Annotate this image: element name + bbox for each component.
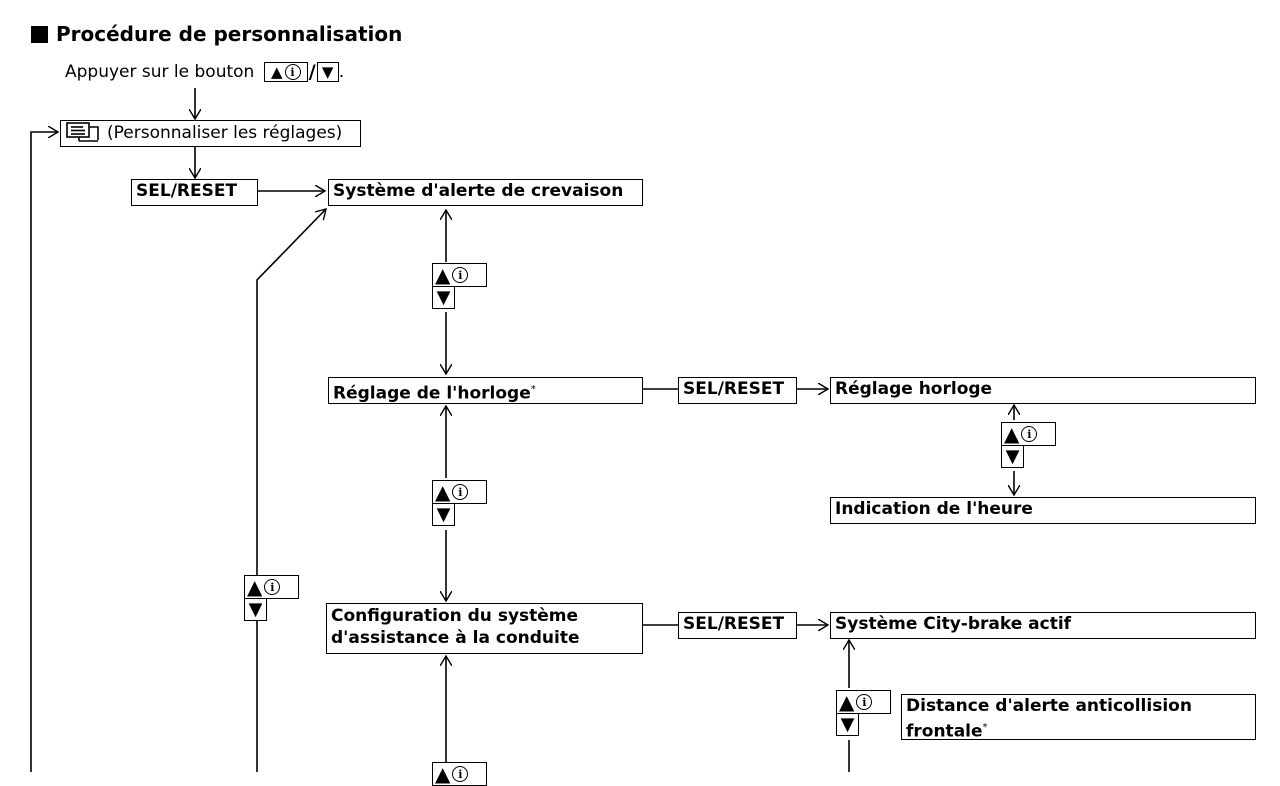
down-triangle-icon: ▼ bbox=[840, 714, 855, 735]
clock-adjust-box: Réglage horloge bbox=[830, 377, 1256, 404]
up-triangle-icon: ▲ bbox=[1004, 422, 1020, 446]
up-info-button: ▲ i bbox=[836, 690, 891, 714]
down-button: ▼ bbox=[1001, 445, 1024, 468]
customize-settings-box: (Personnaliser les réglages) bbox=[60, 120, 361, 147]
info-icon: i bbox=[452, 484, 469, 500]
up-info-button: ▲ i bbox=[432, 480, 487, 504]
sel-reset-box-clock: SEL/RESET bbox=[678, 377, 797, 404]
up-triangle-icon: ▲ bbox=[435, 480, 451, 504]
section-heading: Procédure de personnalisation bbox=[31, 22, 402, 46]
up-info-button: ▲ i bbox=[1001, 422, 1056, 446]
up-triangle-icon: ▲ bbox=[435, 263, 451, 287]
down-triangle-icon: ▼ bbox=[436, 287, 451, 308]
fcw-distance-box: Distance d'alerte anticollision frontale… bbox=[901, 694, 1256, 742]
sel-reset-label: SEL/RESET bbox=[136, 181, 238, 201]
down-triangle-icon: ▼ bbox=[1005, 446, 1020, 467]
up-triangle-icon: ▲ bbox=[270, 62, 283, 81]
down-button: ▼ bbox=[432, 503, 455, 526]
clock-display-box: Indication de l'heure bbox=[830, 497, 1256, 524]
heading-square-icon bbox=[31, 25, 48, 43]
info-icon: i bbox=[452, 267, 469, 283]
down-triangle-icon: ▼ bbox=[436, 504, 451, 525]
up-triangle-icon: ▲ bbox=[247, 575, 263, 599]
fcw-label-line2: frontale bbox=[906, 721, 983, 742]
instruction-suffix: . bbox=[338, 62, 345, 82]
up-info-button: ▲ i bbox=[432, 263, 487, 287]
tpms-label: Système d'alerte de crevaison bbox=[333, 181, 624, 201]
down-key: ▼ bbox=[316, 62, 339, 82]
driver-assist-box: Configuration du système d'assistance à … bbox=[326, 603, 643, 654]
clock-setup-box: Réglage de l'horloge* bbox=[328, 377, 643, 404]
sel-reset-box-assist: SEL/RESET bbox=[678, 612, 797, 639]
down-button: ▼ bbox=[244, 598, 267, 621]
sel-reset-box-main: SEL/RESET bbox=[131, 179, 258, 206]
info-icon: i bbox=[452, 766, 469, 782]
up-triangle-icon: ▲ bbox=[435, 762, 451, 786]
info-icon: i bbox=[1021, 426, 1038, 442]
footnote-mark: * bbox=[530, 384, 536, 395]
down-button: ▼ bbox=[432, 286, 455, 309]
menu-settings-icon bbox=[66, 122, 99, 142]
key-separator: / bbox=[308, 61, 316, 83]
info-icon: i bbox=[284, 64, 301, 80]
info-icon: i bbox=[856, 694, 873, 710]
city-brake-box: Système City-brake actif bbox=[830, 612, 1256, 639]
up-info-key: ▲ i bbox=[263, 62, 308, 82]
clock-adjust-label: Réglage horloge bbox=[835, 379, 993, 399]
up-triangle-icon: ▲ bbox=[839, 690, 855, 714]
sel-reset-label: SEL/RESET bbox=[683, 379, 785, 399]
sel-reset-label: SEL/RESET bbox=[683, 614, 785, 634]
instruction-prefix: Appuyer sur le bouton bbox=[65, 62, 255, 82]
down-triangle-icon: ▼ bbox=[321, 62, 334, 81]
driver-assist-label-line2: d'assistance à la conduite bbox=[331, 628, 580, 648]
down-triangle-icon: ▼ bbox=[248, 599, 263, 620]
info-icon: i bbox=[264, 579, 281, 595]
up-info-button: ▲ i bbox=[432, 762, 487, 786]
city-brake-label: Système City-brake actif bbox=[835, 614, 1072, 634]
clock-display-label: Indication de l'heure bbox=[835, 499, 1033, 519]
clock-setup-label: Réglage de l'horloge bbox=[333, 383, 531, 404]
tpms-box: Système d'alerte de crevaison bbox=[328, 179, 643, 206]
instruction: Appuyer sur le bouton ▲ i / ▼ . bbox=[65, 61, 344, 83]
up-info-button: ▲ i bbox=[244, 575, 299, 599]
heading-title: Procédure de personnalisation bbox=[56, 22, 403, 46]
footnote-mark: * bbox=[982, 722, 988, 733]
driver-assist-label-line1: Configuration du système bbox=[331, 606, 579, 626]
down-button: ▼ bbox=[836, 713, 859, 736]
customize-settings-label: (Personnaliser les réglages) bbox=[107, 123, 343, 143]
fcw-label-line1: Distance d'alerte anticollision bbox=[906, 696, 1192, 716]
